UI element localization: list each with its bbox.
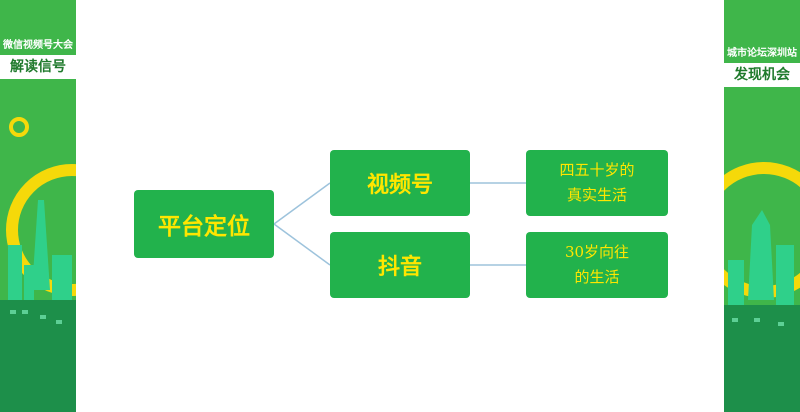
link-root-to-douyin bbox=[273, 223, 331, 266]
right-skyline bbox=[728, 210, 794, 305]
leaf-node-shipinhao: 四五十岁的 真实生活 bbox=[526, 150, 668, 216]
right-banner-artwork bbox=[724, 0, 800, 412]
right-banner-subtitle: 城市论坛深圳站 bbox=[727, 48, 797, 59]
leaf-line: 四五十岁的 bbox=[559, 161, 635, 179]
right-banner: 城市论坛深圳站 发现机会 bbox=[724, 0, 800, 412]
left-small-circle bbox=[9, 117, 29, 137]
root-node: 平台定位 bbox=[134, 190, 274, 258]
left-banner-subtitle: 微信视频号大会 bbox=[3, 40, 73, 51]
platform-diagram: 平台定位 视频号 抖音 四五十岁的 真实生活 30岁向往 的生活 bbox=[76, 0, 724, 412]
leaf-line: 的生活 bbox=[574, 268, 620, 286]
right-banner-title: 发现机会 bbox=[724, 63, 800, 87]
link-root-to-shipinhao bbox=[273, 182, 331, 225]
branch-node-shipinhao: 视频号 bbox=[330, 150, 470, 216]
left-banner: 微信视频号大会 解读信号 bbox=[0, 0, 76, 412]
leaf-line: 30岁向往 bbox=[564, 243, 630, 261]
leaf-node-douyin: 30岁向往 的生活 bbox=[526, 232, 668, 298]
left-banner-title: 解读信号 bbox=[0, 55, 76, 79]
connector-lines bbox=[273, 182, 526, 266]
leaf-line: 真实生活 bbox=[566, 186, 627, 204]
left-skyline bbox=[8, 200, 72, 305]
branch-node-douyin: 抖音 bbox=[330, 232, 470, 298]
